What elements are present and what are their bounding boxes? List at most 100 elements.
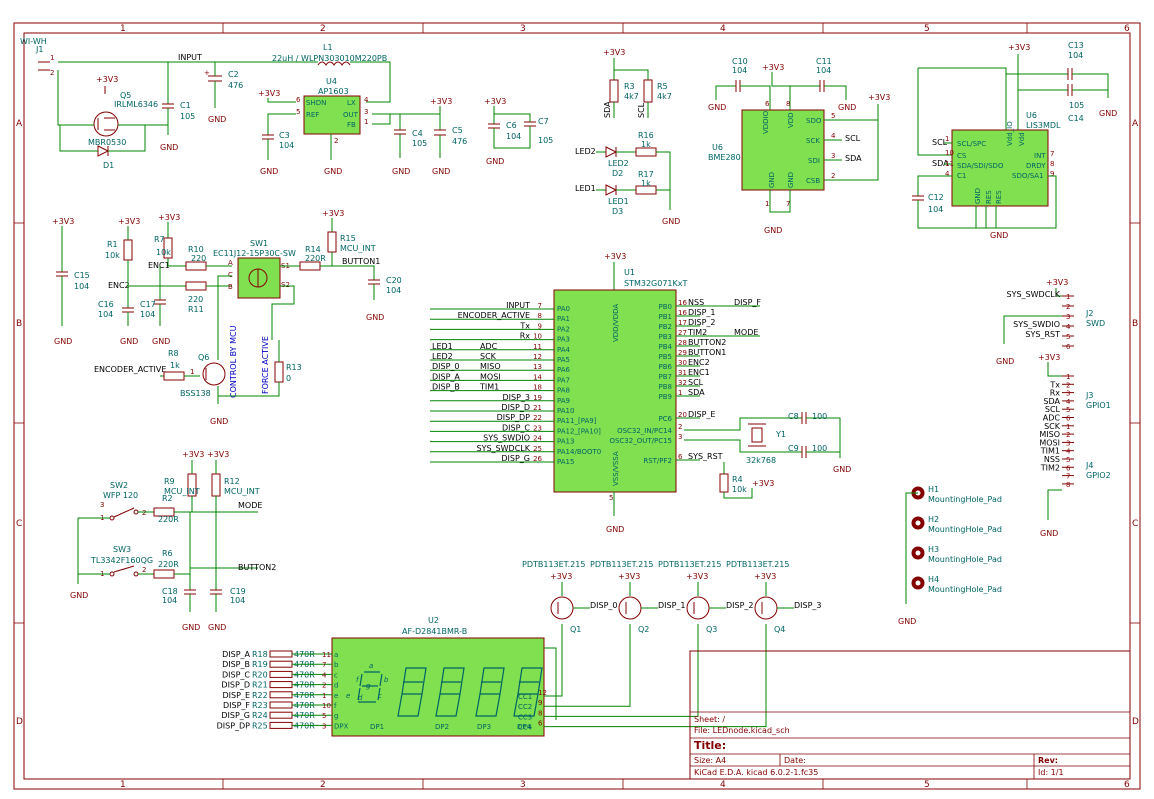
svg-text:C14: C14 (1068, 114, 1084, 123)
j1-val: WI-WH (20, 37, 47, 46)
transistor-part: PDTB113ET.215 (726, 560, 789, 569)
svg-text:+3V3: +3V3 (182, 450, 204, 459)
j3-net-label: SCK (1044, 422, 1061, 431)
svg-text:C3: C3 (279, 131, 290, 140)
u1-net-label: LED1 (432, 342, 453, 351)
disp-resistor-ref: R23 (252, 701, 268, 710)
disp-resistor (269, 681, 293, 689)
svg-text:C10: C10 (732, 57, 748, 66)
svg-text:GND: GND (662, 217, 680, 226)
svg-text:S2: S2 (281, 281, 290, 289)
svg-text:STM32G071KxT: STM32G071KxT (624, 279, 687, 288)
u1-pin-number: 9 (538, 322, 542, 330)
svg-text:B: B (228, 283, 233, 291)
mcu-section: +3V3 U1 STM32G071KxT VDD/VDDA VSS/VSSA 7… (430, 252, 851, 534)
seg-e: e (346, 692, 350, 700)
svg-text:+3V3: +3V3 (52, 217, 74, 226)
u1-pin-name: PA6 (557, 366, 571, 374)
svg-text:WFP 120: WFP 120 (103, 491, 138, 500)
svg-text:CONTROL BY MCU: CONTROL BY MCU (229, 325, 238, 398)
j3-net-label: ADC (1043, 414, 1061, 423)
zone-row: C (16, 519, 22, 529)
svg-text:5: 5 (831, 112, 835, 120)
svg-text:BSS138: BSS138 (180, 389, 211, 398)
disp-resistor-ref: R22 (252, 691, 268, 700)
u1-net-label: INPUT (506, 301, 530, 310)
svg-text:104: 104 (279, 141, 294, 150)
u1-pin-name: PB5 (659, 353, 672, 361)
transistor-part: PDTB113ET.215 (658, 560, 721, 569)
svg-text:GND: GND (152, 337, 170, 346)
u1-pin-name: PA11_[PA9] (557, 417, 597, 425)
mounting-hole-center (915, 550, 921, 556)
svg-text:1: 1 (364, 118, 368, 126)
svg-text:SDA: SDA (845, 154, 862, 163)
u1-pin-name: PA4 (557, 346, 571, 354)
svg-text:C: C (228, 271, 233, 279)
j2-pin-number: 1 (1066, 293, 1070, 301)
u1-pin-number: 3 (678, 433, 682, 441)
svg-text:LED2: LED2 (608, 159, 629, 168)
net-input: INPUT (178, 53, 202, 62)
u1-alt-label: SCK (480, 352, 497, 361)
disp-seg-name: DPX (334, 722, 349, 730)
u1-net-label: Tx (519, 321, 530, 330)
seg-b: b (384, 676, 389, 684)
svg-text:VDD: VDD (787, 112, 795, 128)
u1-pin-number: 21 (533, 404, 542, 412)
svg-text:GND: GND (996, 357, 1014, 366)
zone-col: 5 (924, 780, 930, 790)
svg-text:C11: C11 (816, 57, 832, 66)
u1-pin-number: 23 (533, 424, 542, 432)
svg-text:+3V3: +3V3 (762, 63, 784, 72)
disp-resistor (269, 670, 293, 678)
svg-text:GND: GND (606, 525, 624, 534)
u1-pin-name: PB9 (659, 393, 672, 401)
u1-pin-name: PA1 (557, 315, 570, 323)
disp-resistor (269, 721, 293, 729)
u1-alt-label: MOSI (480, 372, 501, 381)
u1-pin-number: 13 (533, 363, 542, 371)
svg-text:R17: R17 (638, 170, 654, 179)
u1-pin-name: PA3 (557, 336, 570, 344)
disp-cc-pin: 12 (538, 689, 547, 697)
u1-net-label: DISP_C (502, 423, 530, 432)
svg-text:R3: R3 (624, 82, 635, 91)
j3-pin-number: 1 (1066, 373, 1070, 381)
svg-text:476: 476 (228, 81, 243, 90)
svg-text:+3V3: +3V3 (322, 209, 344, 218)
svg-text:MODE: MODE (238, 501, 262, 510)
u1-net-label: BUTTON1 (688, 348, 726, 357)
svg-text:104: 104 (816, 66, 831, 75)
svg-text:R5: R5 (657, 82, 668, 91)
svg-text:FB: FB (347, 121, 356, 129)
svg-text:C2: C2 (228, 70, 239, 79)
disp-wire (544, 647, 557, 720)
svg-text:GND: GND (708, 103, 726, 112)
u1-net-label: Rx (520, 332, 531, 341)
svg-text:7: 7 (1050, 150, 1054, 158)
u1-pin-number: 22 (533, 414, 542, 422)
disp-cc-name: CC2 (518, 703, 532, 711)
seven-seg-digit (475, 667, 505, 717)
zone-col: 3 (520, 24, 526, 34)
svg-text:104: 104 (1068, 51, 1083, 60)
svg-text:Vdd_IO: Vdd_IO (1006, 121, 1014, 146)
svg-text:C13: C13 (1068, 41, 1084, 50)
svg-text:C6: C6 (506, 121, 517, 130)
svg-text:105: 105 (180, 112, 195, 121)
svg-text:100: 100 (812, 412, 827, 421)
svg-text:IRLML6346: IRLML6346 (114, 100, 158, 109)
u1-pin-number: 10 (533, 333, 542, 341)
u1-pin-number: 26 (533, 455, 542, 463)
svg-text:220: 220 (188, 295, 203, 304)
svg-text:SDA: SDA (932, 159, 949, 168)
svg-text:LED1: LED1 (608, 197, 629, 206)
svg-text:C5: C5 (452, 126, 463, 135)
tb-tool: KiCad E.D.A. kicad 6.0.2-1.fc35 (694, 768, 818, 777)
svg-text:BUTTON1: BUTTON1 (342, 257, 380, 266)
disp-pin-number: 3 (322, 722, 326, 730)
bme280-section: C10 104 C11 104 +3V3 GND GND VDDIO VDD S… (708, 57, 890, 235)
j3-pin-number: 4 (1066, 448, 1071, 456)
